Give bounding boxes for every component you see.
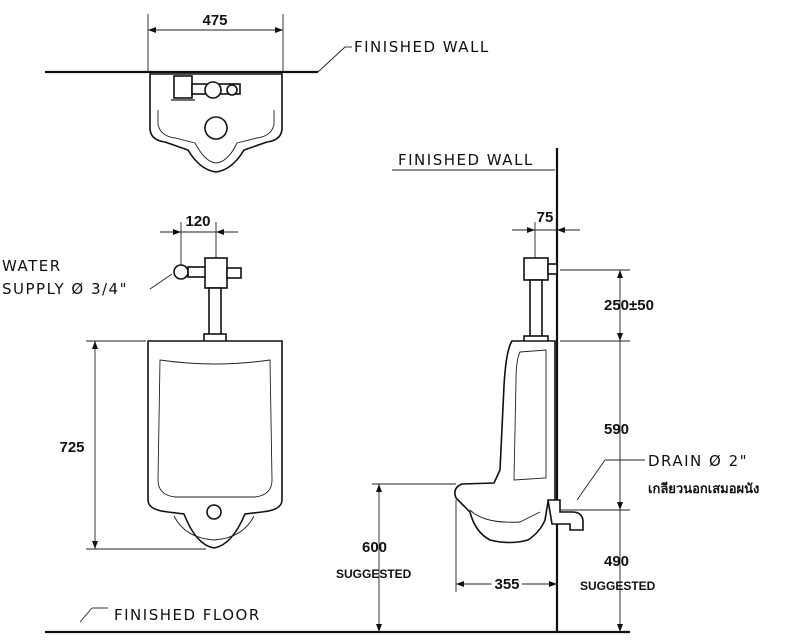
front-urinal-body xyxy=(147,340,283,549)
front-drain xyxy=(206,504,222,520)
side-flush-pipe xyxy=(529,279,543,339)
dim-drain-height: 590 xyxy=(604,421,629,438)
dim-drain-floor-height: 490 xyxy=(604,553,629,570)
dim-projection: 355 xyxy=(494,576,519,593)
front-supply-stop xyxy=(173,264,189,280)
front-view: 120 WATER SUPPLY Ø 3/4" 725 xyxy=(2,213,283,550)
finished-floor-label: FINISHED FLOOR xyxy=(114,606,261,624)
suggested-right-label: SUGGESTED xyxy=(580,579,656,593)
plan-wall-leader xyxy=(317,46,346,73)
finished-wall-top-label: FINISHED WALL xyxy=(354,38,490,56)
dim-side-offset: 75 xyxy=(537,209,554,226)
front-urinal-bowl xyxy=(157,359,273,498)
dim-urinal-height: 725 xyxy=(59,439,84,456)
plan-view: FINISHED WALL 475 xyxy=(45,12,490,173)
water-supply-label-line1: WATER xyxy=(2,257,62,275)
suggested-left-label: SUGGESTED xyxy=(336,567,412,581)
dim-supply-offset: 120 xyxy=(185,213,210,230)
side-urinal-body xyxy=(454,340,556,544)
drain-label: DRAIN Ø 2" xyxy=(648,452,748,470)
plan-drain-circle xyxy=(204,116,228,140)
side-drain-trap xyxy=(547,499,584,531)
dim-rim-height: 600 xyxy=(362,539,387,556)
side-view: FINISHED WALL 75 250±50 590 xyxy=(336,148,759,632)
drain-thai-note: เกลียวนอกเสมอผนัง xyxy=(648,481,759,497)
water-supply-label-line2: SUPPLY Ø 3/4" xyxy=(2,280,128,298)
dim-supply-height: 250±50 xyxy=(604,297,654,314)
dim-top-width: 475 xyxy=(202,12,227,29)
front-flush-pipe xyxy=(208,287,222,337)
finished-wall-side-label: FINISHED WALL xyxy=(398,151,534,169)
floor: FINISHED FLOOR xyxy=(45,606,630,634)
